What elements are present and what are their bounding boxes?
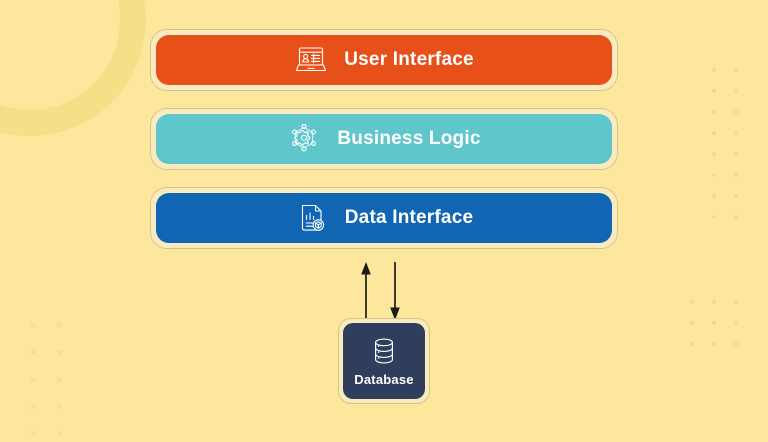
layer-stack: User Interface [150,29,618,266]
layer-user-interface-label: User Interface [344,49,474,70]
layer-business-logic-body: Business Logic [156,114,612,164]
layer-business-logic[interactable]: Business Logic [150,108,618,170]
decorative-arc [0,0,146,136]
data-interface-to-database-arrow [390,262,400,320]
laptop-user-interface-icon [294,43,328,77]
layer-data-interface[interactable]: Data Interface [150,187,618,249]
layer-user-interface-body: User Interface [156,35,612,85]
layer-data-interface-body: Data Interface [156,193,612,243]
gear-network-icon [287,122,321,156]
layer-data-interface-label: Data Interface [344,207,474,228]
layer-business-logic-label: Business Logic [337,128,481,149]
connector-arrows [355,262,415,320]
document-chart-icon [295,201,329,235]
database-to-data-interface-arrow [361,262,371,320]
layer-user-interface[interactable]: User Interface [150,29,618,91]
node-database-label: Database [354,371,414,387]
database-cylinder-icon [369,336,399,366]
node-database[interactable]: Database [338,318,430,404]
node-database-body: Database [343,323,425,399]
